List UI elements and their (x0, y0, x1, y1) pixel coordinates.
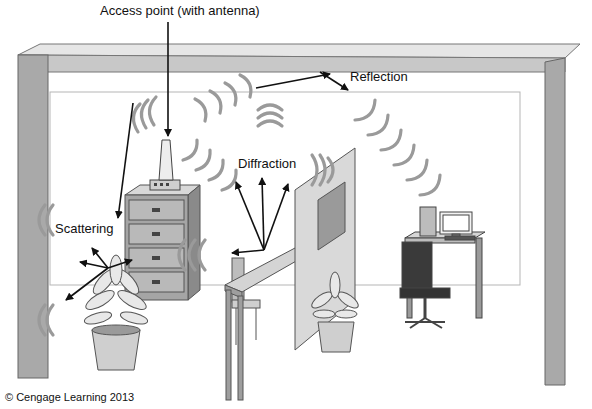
computer-desk (400, 207, 485, 328)
callout-label: Diffraction (238, 157, 296, 172)
plant (309, 272, 360, 352)
leader-arrows (66, 22, 348, 300)
copyright-notice: © Cengage Learning 2013 (5, 391, 134, 404)
room-frame (18, 44, 580, 385)
partition (295, 148, 355, 350)
radio-waves (39, 75, 440, 335)
access-point (150, 140, 180, 190)
plant (83, 255, 149, 370)
callout-label: Access point (with antenna) (100, 4, 260, 19)
callout-label: Reflection (350, 70, 408, 85)
callout-label: Scattering (55, 222, 114, 237)
